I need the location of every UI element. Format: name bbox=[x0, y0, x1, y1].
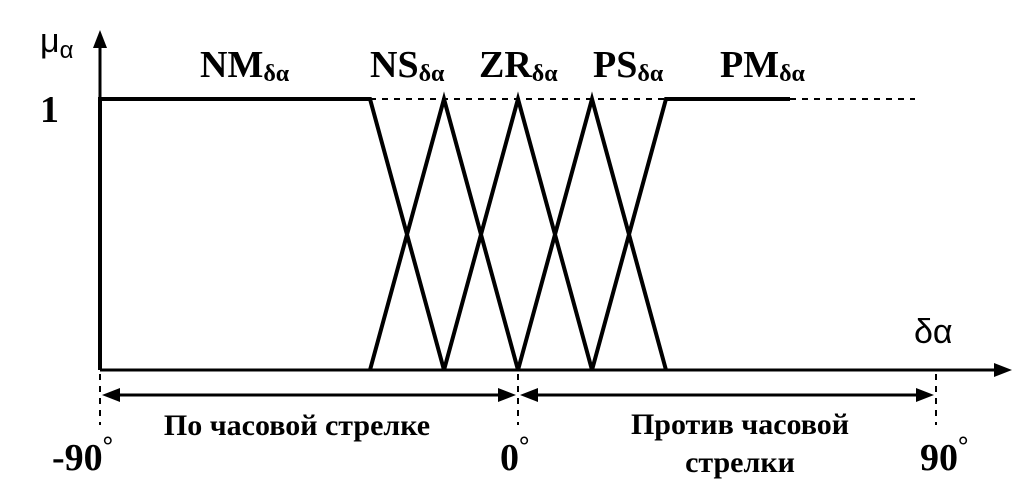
mf-ps bbox=[516, 91, 668, 371]
range-caption-counterclockwise-line1: Против часовой bbox=[631, 408, 849, 441]
range-arrow-right-head-b bbox=[916, 388, 934, 402]
tick-label-zero: 0° bbox=[500, 431, 529, 479]
mf-pm bbox=[590, 97, 790, 371]
x-axis-label: δα bbox=[914, 313, 953, 351]
range-arrow-left-head-a bbox=[102, 388, 120, 402]
set-label-zr: ZRδα bbox=[479, 44, 558, 87]
range-arrow-left-head-b bbox=[498, 388, 516, 402]
tick-label-minus90: -90° bbox=[52, 431, 113, 479]
set-label-pm: PMδα bbox=[720, 44, 806, 87]
mf-zr bbox=[442, 91, 594, 371]
unity-label: 1 bbox=[40, 89, 59, 131]
y-axis-arrowhead bbox=[93, 30, 107, 48]
range-caption-clockwise: По часовой стрелке bbox=[164, 409, 430, 442]
x-axis-arrowhead bbox=[994, 363, 1012, 377]
set-label-ps: PSδα bbox=[593, 44, 664, 87]
set-label-nm: NMδα bbox=[200, 44, 290, 87]
range-caption-counterclockwise-line2: стрелки bbox=[685, 446, 795, 479]
set-label-ns: NSδα bbox=[370, 44, 445, 87]
mf-ns bbox=[368, 91, 520, 371]
tick-label-plus90: 90° bbox=[920, 431, 968, 479]
mf-nm bbox=[98, 97, 446, 371]
range-arrow-right-head-a bbox=[520, 388, 538, 402]
y-axis-label: μα bbox=[40, 22, 74, 64]
